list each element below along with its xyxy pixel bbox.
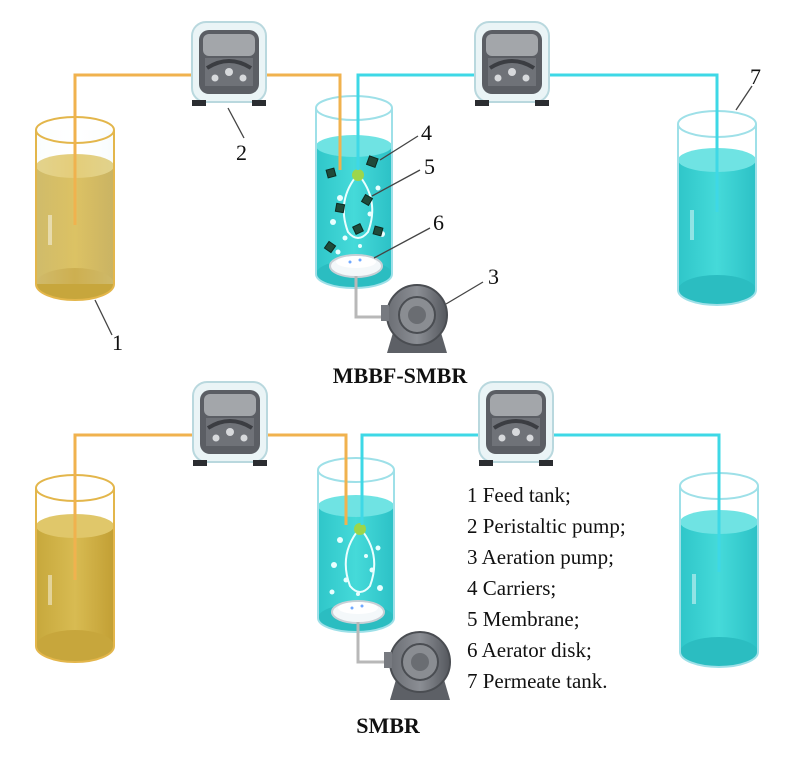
- legend-item: 2 Peristaltic pump;: [467, 514, 626, 538]
- legend-item: 3 Aeration pump;: [467, 545, 614, 569]
- peristaltic-pump-permeate-top: [473, 20, 551, 108]
- peristaltic-pump-feed-bottom: [191, 380, 269, 468]
- label-carriers: 4: [421, 120, 432, 145]
- legend-item: 6 Aerator disk;: [467, 638, 592, 662]
- label-membrane: 5: [424, 154, 435, 179]
- label-aerator-disk: 6: [433, 210, 444, 235]
- legend-item: 7 Permeate tank.: [467, 669, 608, 693]
- legend-item: 4 Carriers;: [467, 576, 556, 600]
- air-tube-bottom: [356, 622, 392, 664]
- label-feed-tank: 1: [112, 330, 123, 355]
- aeration-pump-bottom: [383, 631, 451, 701]
- bubbles-top: [330, 185, 385, 255]
- aeration-pump-top: [380, 284, 448, 354]
- label-aeration-pump: 3: [488, 264, 499, 289]
- reactor-top: [315, 95, 393, 289]
- carriers-top: [323, 155, 384, 254]
- bubbles-bottom: [329, 537, 383, 596]
- mbbf-smbr-system: 1 2 3 4 5 6 7 MBBF-SMBR: [35, 20, 761, 388]
- permeate-tube-top: [356, 73, 719, 212]
- peristaltic-pump-permeate-bottom: [477, 380, 555, 468]
- permeate-tube-bottom: [360, 433, 721, 572]
- smbr-system: SMBR: [35, 380, 759, 738]
- title-mbbf-smbr: MBBF-SMBR: [333, 363, 469, 388]
- permeate-tank-top: [677, 110, 757, 306]
- reactor-bottom: [317, 457, 395, 633]
- air-tube-top: [354, 276, 390, 319]
- legend-item: 5 Membrane;: [467, 607, 580, 631]
- peristaltic-pump-feed-top: [190, 20, 268, 108]
- feed-tube-bottom: [73, 433, 348, 580]
- legend-item: 1 Feed tank;: [467, 483, 571, 507]
- title-smbr: SMBR: [356, 713, 421, 738]
- aerator-disk-top: [329, 254, 383, 278]
- legend: 1 Feed tank; 2 Peristaltic pump; 3 Aerat…: [467, 483, 626, 693]
- feed-tube-top: [73, 73, 342, 225]
- label-permeate-tank: 7: [750, 64, 761, 89]
- label-peristaltic-pump: 2: [236, 140, 247, 165]
- membrane-bottom: [344, 527, 376, 593]
- aerator-disk-bottom: [331, 600, 385, 624]
